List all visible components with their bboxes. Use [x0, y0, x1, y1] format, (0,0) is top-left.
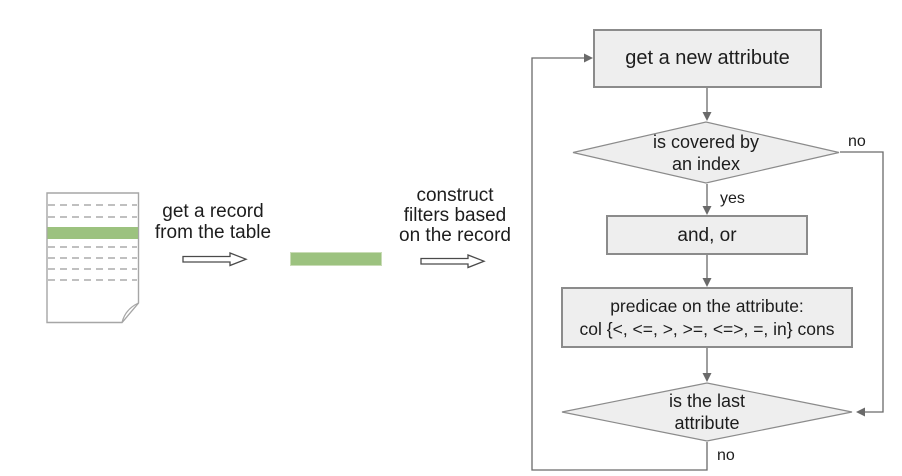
construct-filters-label: construct filters based on the record — [385, 186, 525, 246]
node-and-or: and, or — [606, 215, 808, 255]
diamond-shape — [561, 382, 853, 442]
page-fold-corner — [121, 302, 139, 323]
no-branch-connector — [840, 151, 884, 413]
arrowhead-box1-diamond1 — [702, 112, 712, 121]
arrowhead-diamond1-box2 — [702, 206, 712, 215]
edge-label-no-index: no — [848, 133, 866, 150]
node-get-attribute: get a new attribute — [593, 29, 822, 88]
decision-covered-by-index: is covered by an index — [572, 121, 840, 184]
no-branch-arrowhead — [856, 407, 865, 417]
construct-filters-label-line3: on the record — [399, 225, 511, 246]
decision-last-label-line2: attribute — [674, 413, 740, 433]
loop-back-arrowhead — [584, 53, 593, 63]
table-document-icon — [46, 192, 140, 324]
node-get-attribute-label: get a new attribute — [625, 47, 790, 69]
construct-filters-label-line2: filters based — [403, 205, 507, 226]
get-record-label: get a record from the table — [143, 201, 283, 243]
node-predicate: predicae on the attribute: col {<, <=, >… — [561, 287, 853, 348]
decision-last-label-line1: is the last — [668, 391, 746, 411]
step-arrow-icon — [420, 254, 486, 269]
get-record-label-line2: from the table — [154, 222, 272, 243]
arrowhead-box2-box3 — [702, 278, 712, 287]
edge-label-yes: yes — [720, 190, 745, 207]
construct-filters-label-line1: construct — [416, 185, 494, 206]
decision-covered-label-line1: is covered by — [652, 131, 760, 152]
step-arrow-icon — [182, 252, 248, 267]
decision-last-attribute: is the last attribute — [561, 382, 853, 442]
edge-label-no-last: no — [717, 447, 735, 464]
record-bar — [290, 252, 382, 266]
highlighted-record-row — [47, 227, 138, 239]
diamond-shape — [572, 121, 840, 184]
decision-covered-label-line2: an index — [671, 153, 741, 174]
node-predicate-label-line1: predicae on the attribute: — [610, 295, 804, 316]
get-record-label-line1: get a record — [162, 201, 264, 222]
node-predicate-label-line2: col {<, <=, >, >=, <=>, =, in} cons — [579, 318, 835, 339]
node-and-or-label: and, or — [677, 224, 737, 246]
arrowhead-box3-diamond2 — [702, 373, 712, 382]
loop-back-connector — [531, 57, 708, 471]
